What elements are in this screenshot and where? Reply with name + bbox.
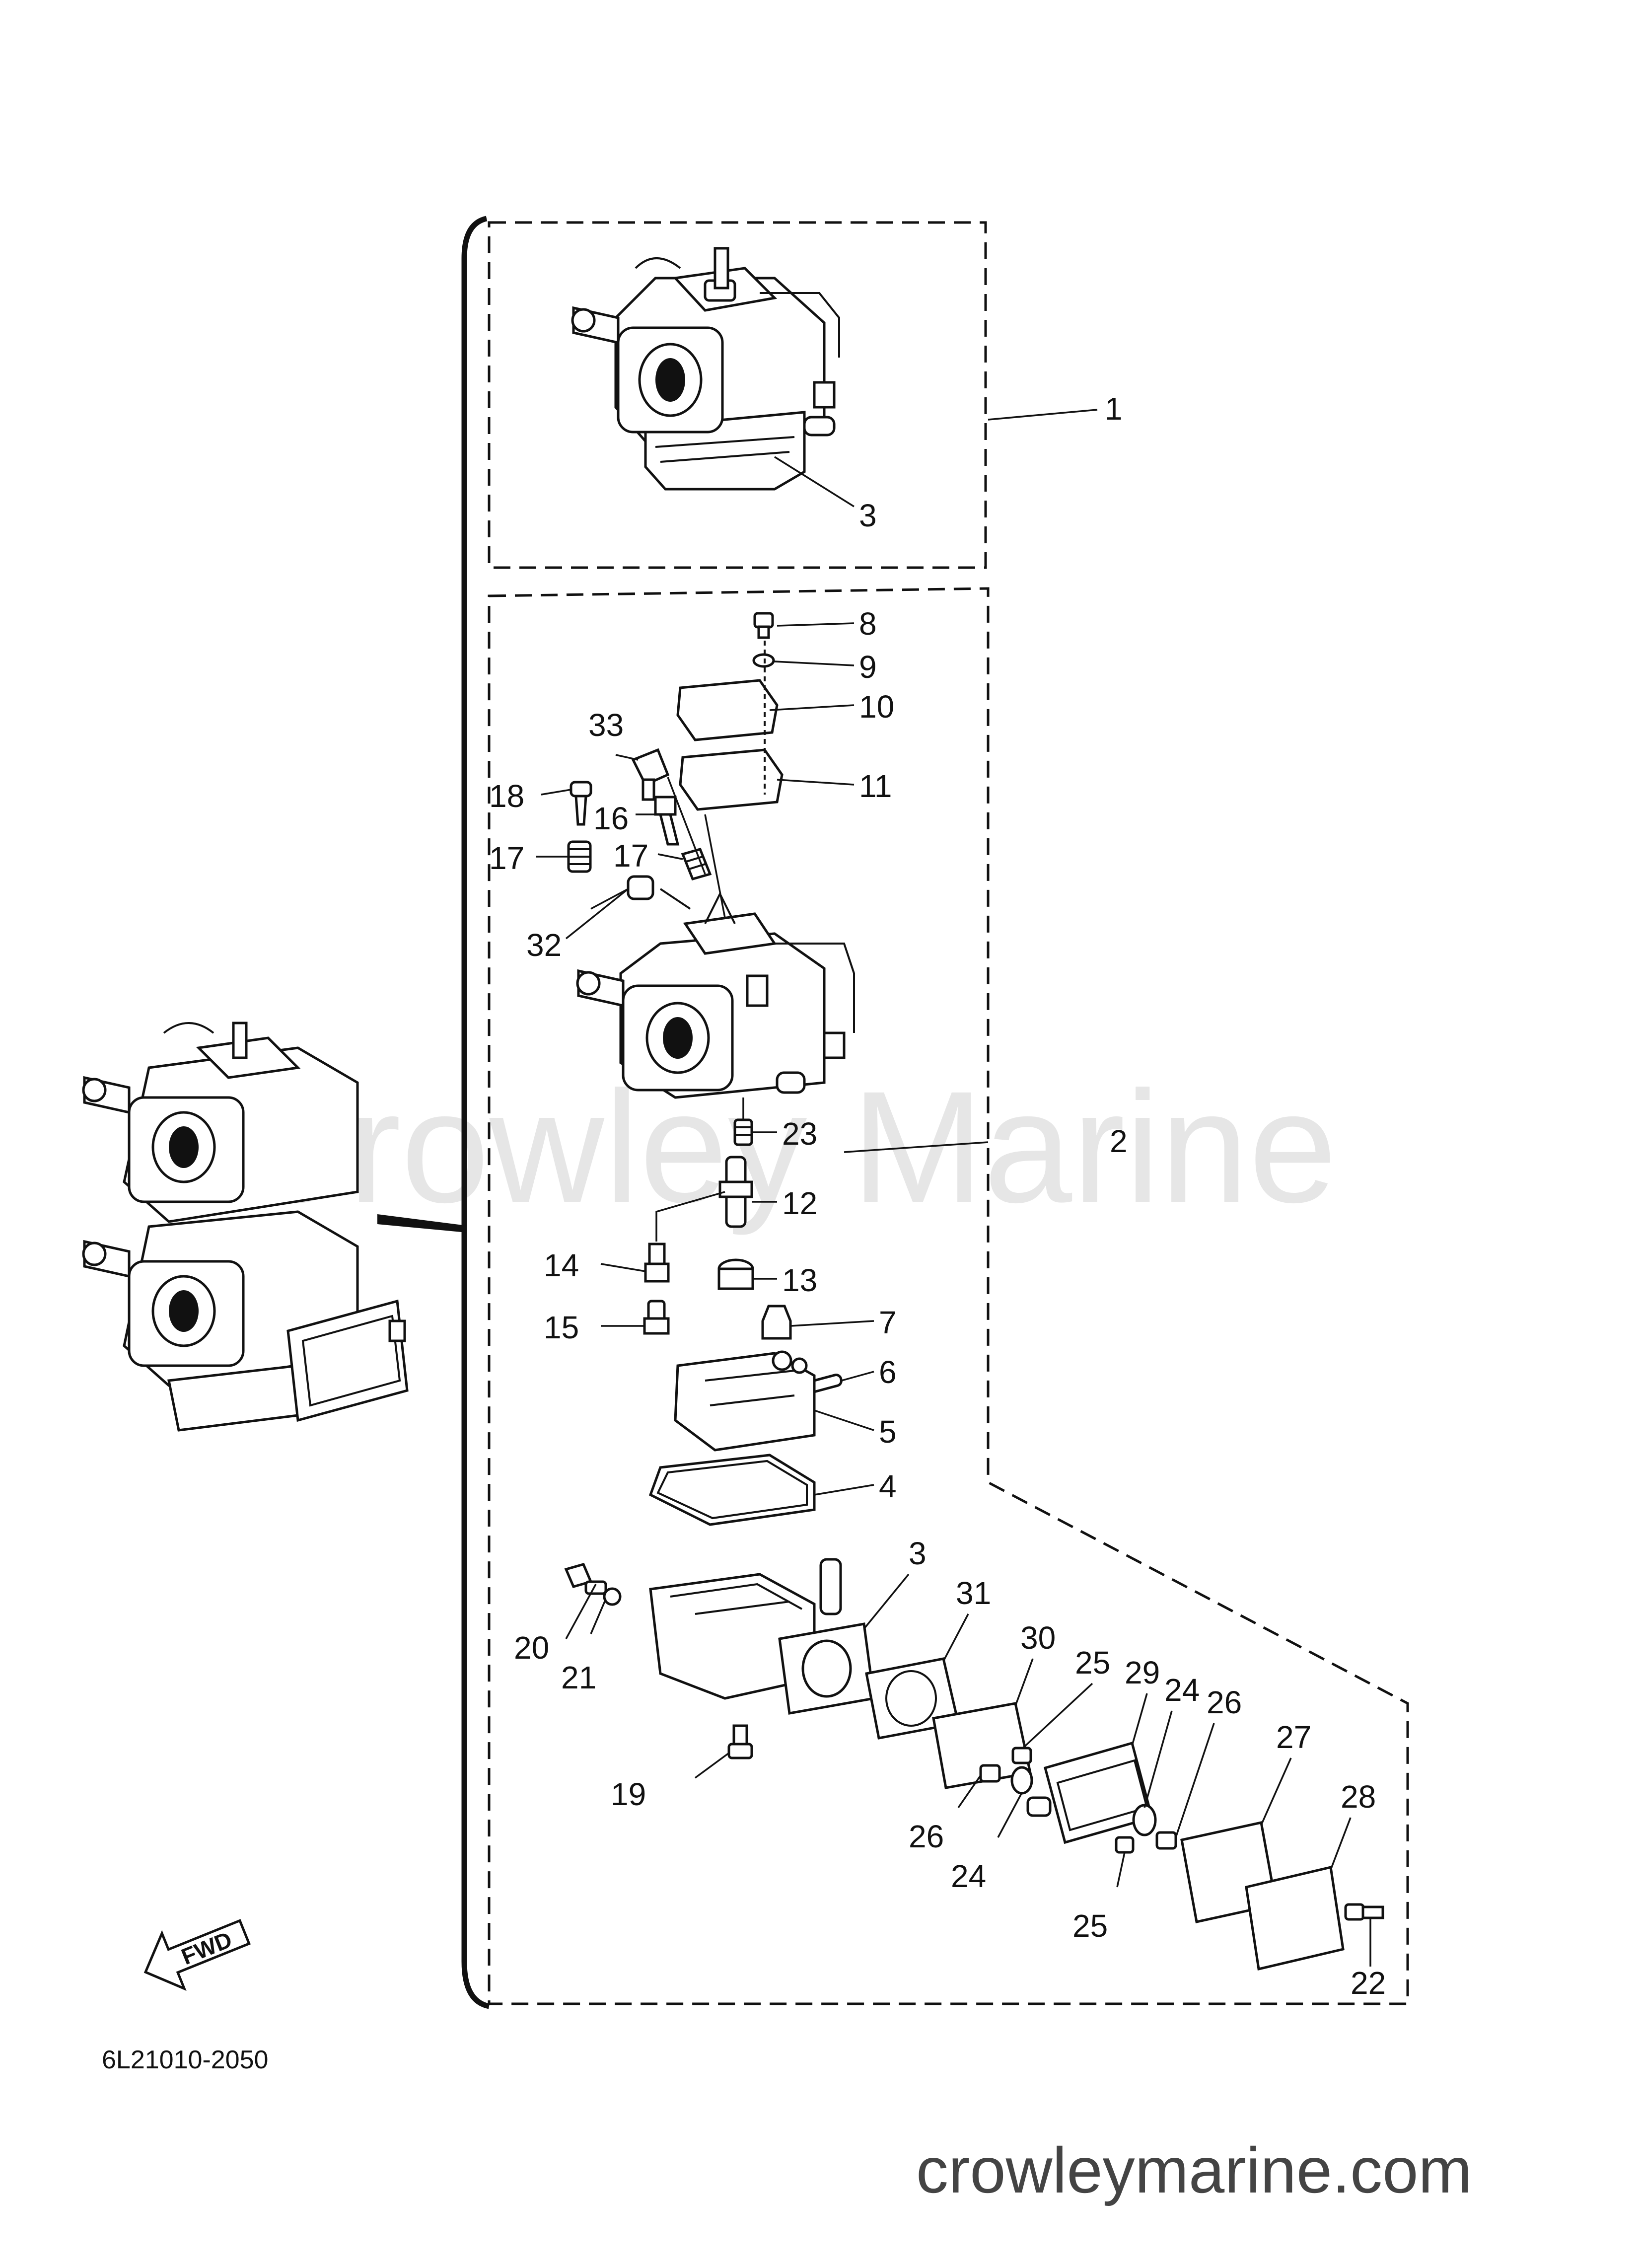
callout-4: 4 xyxy=(879,1468,897,1504)
part-26-screw-left xyxy=(979,1764,1001,1783)
callout-labels: 1 3 8 9 10 11 33 18 16 17 17 32 2 23 12 … xyxy=(489,391,1386,2001)
assembly-bracket xyxy=(461,216,490,2009)
callout-22: 22 xyxy=(1351,1965,1386,2001)
callout-30: 30 xyxy=(1020,1620,1056,1656)
part-8-screw xyxy=(753,612,774,639)
callout-33: 33 xyxy=(588,707,624,743)
callout-19: 19 xyxy=(611,1776,646,1812)
callout-8: 8 xyxy=(859,606,877,642)
callout-17-right: 17 xyxy=(613,838,648,874)
part-22-screw xyxy=(1344,1903,1384,1921)
part-24-valve-right xyxy=(1132,1804,1157,1836)
callout-3-bowl: 3 xyxy=(909,1536,927,1571)
callout-10: 10 xyxy=(859,689,894,725)
part-25-screw-lower xyxy=(1115,1836,1135,1854)
callout-26-upper: 26 xyxy=(1207,1684,1242,1720)
callout-29: 29 xyxy=(1125,1655,1160,1690)
part-5-float xyxy=(674,1350,816,1452)
callout-27: 27 xyxy=(1276,1719,1311,1755)
callout-9: 9 xyxy=(859,649,877,685)
part-29-fuel-pump-body xyxy=(1026,1741,1154,1844)
carburetor-body xyxy=(576,891,855,1099)
part-13-main-jet xyxy=(717,1258,754,1290)
callout-21: 21 xyxy=(561,1660,596,1695)
callout-32: 32 xyxy=(526,927,562,963)
part-3-float-bowl xyxy=(649,1558,875,1715)
callout-16: 16 xyxy=(593,801,629,836)
callout-20: 20 xyxy=(514,1630,549,1666)
callout-23: 23 xyxy=(782,1116,817,1152)
callout-24-upper: 24 xyxy=(1164,1672,1200,1708)
callout-17-left: 17 xyxy=(489,840,524,876)
website-url: crowleymarine.com xyxy=(916,2134,1472,2206)
callout-15: 15 xyxy=(544,1310,579,1345)
callout-1: 1 xyxy=(1105,391,1123,427)
part-23-jet xyxy=(733,1118,753,1146)
callout-28: 28 xyxy=(1341,1779,1376,1815)
part-12-nozzle xyxy=(718,1156,753,1228)
assembly-box-1 xyxy=(488,221,987,569)
part-26-screw-right xyxy=(1155,1831,1177,1850)
carburetor-assembly-image xyxy=(571,247,840,491)
leader-lines xyxy=(536,409,1371,1967)
assembly-pointer xyxy=(377,1214,467,1233)
part-33-screw xyxy=(631,748,670,801)
assembly-box-2 xyxy=(488,587,1409,2005)
callout-13: 13 xyxy=(782,1262,817,1298)
callout-5: 5 xyxy=(879,1414,897,1450)
part-17-spring-left xyxy=(567,840,592,873)
callout-26-lower: 26 xyxy=(909,1819,944,1854)
callout-6: 6 xyxy=(879,1354,897,1390)
callout-31: 31 xyxy=(956,1575,991,1611)
twin-carburetor-assembly-image xyxy=(82,1022,409,1432)
callout-7: 7 xyxy=(879,1305,897,1340)
callout-12: 12 xyxy=(782,1185,817,1221)
part-21-washer xyxy=(603,1587,622,1606)
callout-24-lower: 24 xyxy=(951,1858,986,1894)
part-7-needle-valve xyxy=(761,1305,792,1340)
part-25-screw-upper xyxy=(1011,1747,1032,1764)
part-15-jet xyxy=(643,1300,670,1335)
part-11-gasket xyxy=(679,748,784,811)
callout-14: 14 xyxy=(544,1247,579,1283)
callout-3-top: 3 xyxy=(859,498,877,533)
part-10-cover xyxy=(676,679,779,741)
part-14-jet xyxy=(644,1243,670,1283)
part-24-valve-left xyxy=(1010,1766,1033,1795)
callout-2: 2 xyxy=(1110,1123,1128,1159)
callout-18: 18 xyxy=(489,778,524,814)
part-16-throttle-screw xyxy=(654,796,680,846)
part-19-screw xyxy=(727,1724,753,1759)
part-28-pump-cover xyxy=(1245,1865,1345,1971)
part-18-pilot-screw xyxy=(570,781,592,826)
diagram-code: 6L21010-2050 xyxy=(102,2046,268,2074)
callout-25-lower: 25 xyxy=(1072,1908,1108,1944)
part-4-gasket xyxy=(648,1454,816,1526)
forward-direction-arrow: FWD xyxy=(143,1919,251,1991)
callout-11: 11 xyxy=(859,768,892,804)
part-32-lever xyxy=(627,875,691,910)
callout-25-upper: 25 xyxy=(1075,1645,1110,1681)
part-20-drain-screw xyxy=(564,1562,607,1595)
